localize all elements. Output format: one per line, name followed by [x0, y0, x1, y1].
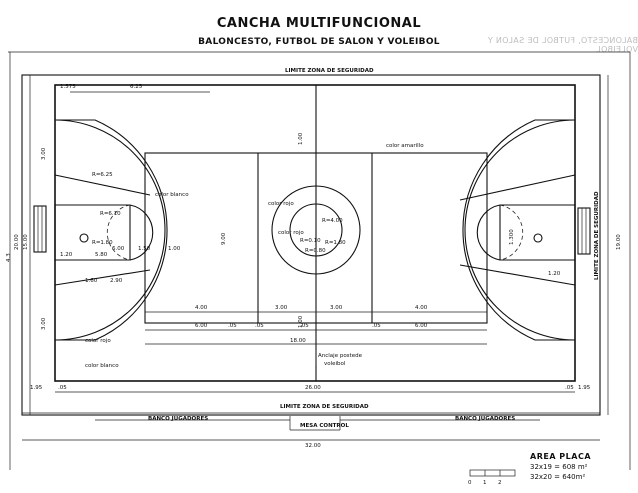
left-free-throw-arc: [129, 204, 154, 261]
control-table-label: MESA CONTROL: [300, 423, 349, 429]
dim-05-l: .05: [58, 385, 67, 391]
top-safety-label: LIMITE ZONA DE SEGURIDAD: [285, 68, 374, 74]
r-010: R=0.10: [300, 238, 321, 244]
dim-100-vertical-2: 1.00: [298, 315, 304, 328]
r-400: R=4.00: [322, 218, 343, 224]
dim-400-a: 4.00: [195, 305, 208, 311]
dim-120-b: 1.20: [548, 271, 561, 277]
right-goal-area: [462, 119, 575, 341]
right-free-throw-arc: [476, 204, 501, 261]
r-080: R=0.80: [305, 248, 326, 254]
color-blanco-label-1: color blanco: [155, 192, 189, 198]
dim-195-a: 1.95: [30, 385, 43, 391]
dim-580: 5.80: [95, 252, 108, 258]
dim-4-3: 4.3: [6, 253, 12, 262]
scale-tick-1: 1: [483, 480, 487, 486]
dim-600-c: 6.00: [112, 246, 125, 252]
dim-32: 32.00: [305, 443, 321, 449]
dim-top-2: 6.25: [130, 84, 143, 90]
right-goal: [577, 207, 591, 255]
dim-300-vertical: 3.00: [41, 147, 47, 160]
dim-1-60: 1.60: [85, 278, 98, 284]
dim-300-a: 3.00: [275, 305, 288, 311]
area-heading: AREA PLACA: [530, 452, 592, 461]
dim-26: 26.00: [305, 385, 321, 391]
scale-tick-0: 0: [468, 480, 472, 486]
dim-20: 20.00: [14, 234, 20, 250]
safety-zone-outline: [21, 74, 601, 416]
left-bench-label: BANCO JUGADORES: [148, 416, 208, 422]
color-amarillo-label: color amarillo: [386, 143, 424, 149]
r-610: R=6.10: [100, 211, 121, 217]
left-goal: [33, 205, 47, 253]
voleibol-label: voleibol: [324, 361, 346, 367]
dim-05-d: .05: [372, 323, 381, 329]
dim-195-b: 1.95: [578, 385, 591, 391]
r-180: R=1.80: [92, 240, 113, 246]
dim-120-a: 1.20: [60, 252, 73, 258]
area-summary: AREA PLACA 32x19 = 608 m² 32x20 = 640m²: [530, 452, 591, 482]
r-180b: R=1.80: [325, 240, 346, 246]
right-bench-label: BANCO JUGADORES: [455, 416, 515, 422]
right-lane-line-2: [459, 264, 576, 286]
color-rojo-label-1: color rojo: [268, 201, 294, 207]
center-circle-inner: [289, 203, 343, 257]
volleyball-court: [144, 152, 488, 324]
dim-2-90: 2.90: [110, 278, 123, 284]
page-title: CANCHA MULTIFUNCIONAL: [216, 16, 422, 31]
dim-15: 15.00: [23, 234, 29, 250]
scale-tick-2: 2: [498, 480, 502, 486]
anchor-label: Anclaje postede: [318, 353, 363, 359]
dim-05-r: .05: [565, 385, 574, 391]
dim-150: 1.50: [138, 246, 151, 252]
dim-05-a: .05: [228, 323, 237, 329]
area-line-2: 32x20 = 640m²: [530, 473, 586, 481]
dim-top-1: 1.575: [60, 84, 76, 90]
r-625: R=6.25: [92, 172, 113, 178]
dim-300-b: 3.00: [330, 305, 343, 311]
dim-400-b: 4.00: [415, 305, 428, 311]
dim-900: 9.00: [221, 232, 227, 245]
dim-600-b: 6.00: [415, 323, 428, 329]
left-lane-line-2: [54, 269, 151, 286]
scale-bar: [469, 469, 516, 477]
page-subtitle: BALONCESTO, FUTBOL DE SALON Y VOLEIBOL: [198, 37, 440, 47]
dim-19: 19.00: [616, 234, 622, 250]
left-lane-line-1: [54, 174, 151, 196]
color-blanco-label-2: color blanco: [85, 363, 119, 369]
right-lane-line-1: [459, 174, 576, 201]
left-three-point-arc: [54, 119, 166, 341]
color-rojo-label-3: color rojo: [278, 230, 304, 236]
left-free-throw-arc-dashed: [106, 204, 131, 261]
right-hoop: [533, 233, 543, 243]
right-free-throw-arc-dashed: [499, 204, 524, 261]
right-three-point-arc: [464, 119, 576, 341]
bottom-safety-label: LIMITE ZONA DE SEGURIDAD: [280, 404, 369, 410]
right-safety-label: LIMITE ZONA DE SEGURIDAD: [594, 191, 600, 280]
court-outline: [54, 84, 576, 382]
dim-600-a: 6.00: [195, 323, 208, 329]
dim-300-vertical-2: 3.00: [41, 317, 47, 330]
dim-05-b: .05: [255, 323, 264, 329]
dim-18: 18.00: [290, 338, 306, 344]
dim-1300: 1.300: [509, 229, 515, 245]
dim-100: 1.00: [168, 246, 181, 252]
left-goal-area: [55, 119, 168, 341]
color-rojo-label-2: color rojo: [85, 338, 111, 344]
dim-100-vertical: 1.00: [298, 132, 304, 145]
area-line-1: 32x19 = 608 m²: [530, 463, 588, 471]
left-hoop: [79, 233, 89, 243]
dim-05-c: .05: [300, 323, 309, 329]
center-circle-outer: [271, 185, 361, 275]
